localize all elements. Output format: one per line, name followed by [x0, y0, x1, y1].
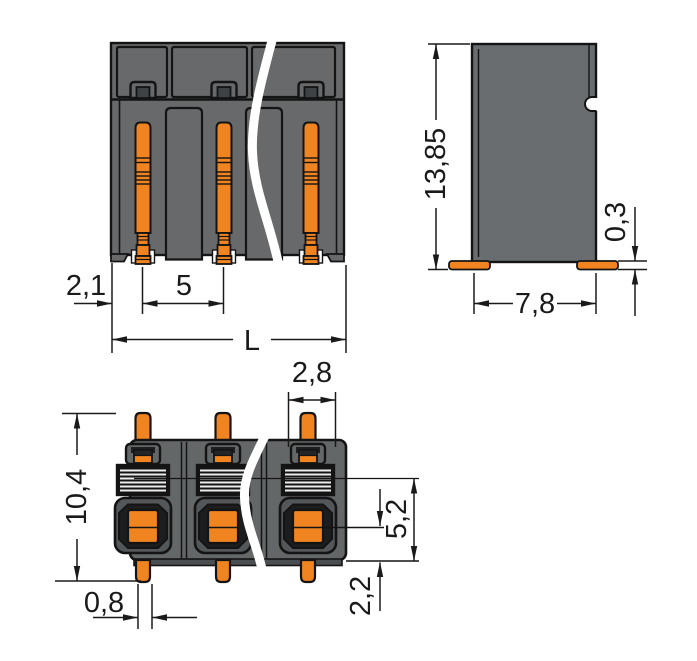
top-pole-grooves: [180, 442, 268, 558]
top-pin-up-3: [299, 411, 317, 443]
top-view: [113, 411, 419, 584]
dim-label-length: L: [244, 325, 260, 357]
side-latch-notch: [584, 96, 597, 112]
dim-label-pin-pitch: 5: [176, 270, 192, 302]
top-pin-up-1: [134, 411, 152, 443]
front-cap-section-3: [250, 45, 337, 99]
top-bottom-lip: [133, 558, 343, 567]
dim-label-edge-to-pin: 2,1: [66, 270, 106, 302]
dimension-arrows: [73, 44, 639, 621]
dim-label-pad-thickness: 0,3: [600, 202, 632, 242]
dim-label-pin-head-width: 2,8: [292, 357, 332, 389]
front-contact-pin-2: [215, 121, 233, 265]
side-view: [448, 42, 619, 271]
front-cap-notches: [129, 80, 325, 100]
side-solder-pad-left: [448, 260, 491, 271]
top-pin-down-1: [134, 558, 152, 584]
side-housing-body: [470, 42, 598, 264]
front-break-line: [247, 32, 285, 276]
front-view: [109, 32, 346, 276]
side-solder-pad-right: [576, 260, 619, 271]
top-pin-down-3: [299, 558, 317, 584]
front-bottom-left-bump: [110, 253, 130, 263]
top-break-line: [239, 423, 274, 579]
dim-label-center-to-bottom: 2,2: [345, 576, 377, 616]
label-backgrounds: [66, 120, 557, 539]
front-bottom-right-bump: [325, 253, 345, 263]
dim-label-pin-width: 0,8: [84, 587, 124, 619]
dim-label-depth: 7,8: [515, 288, 555, 320]
front-contact-pin-1: [134, 121, 152, 265]
top-pin-down-2: [214, 558, 232, 584]
top-unit-3: [278, 442, 338, 555]
dim-label-height: 13,85: [420, 128, 452, 201]
dim-label-total-depth: 10,4: [61, 469, 93, 525]
dimension-labels: 2,1 5 L 13,85 0,3 7,8 2,8 10,4 0,8 5,2 2…: [61, 128, 632, 619]
front-cap-section-2: [170, 45, 249, 99]
top-pin-up-2: [214, 411, 232, 443]
dim-label-wire-entry: 5,2: [381, 499, 413, 539]
front-channel-1: [164, 106, 204, 261]
front-contact-pin-3: [302, 121, 320, 265]
